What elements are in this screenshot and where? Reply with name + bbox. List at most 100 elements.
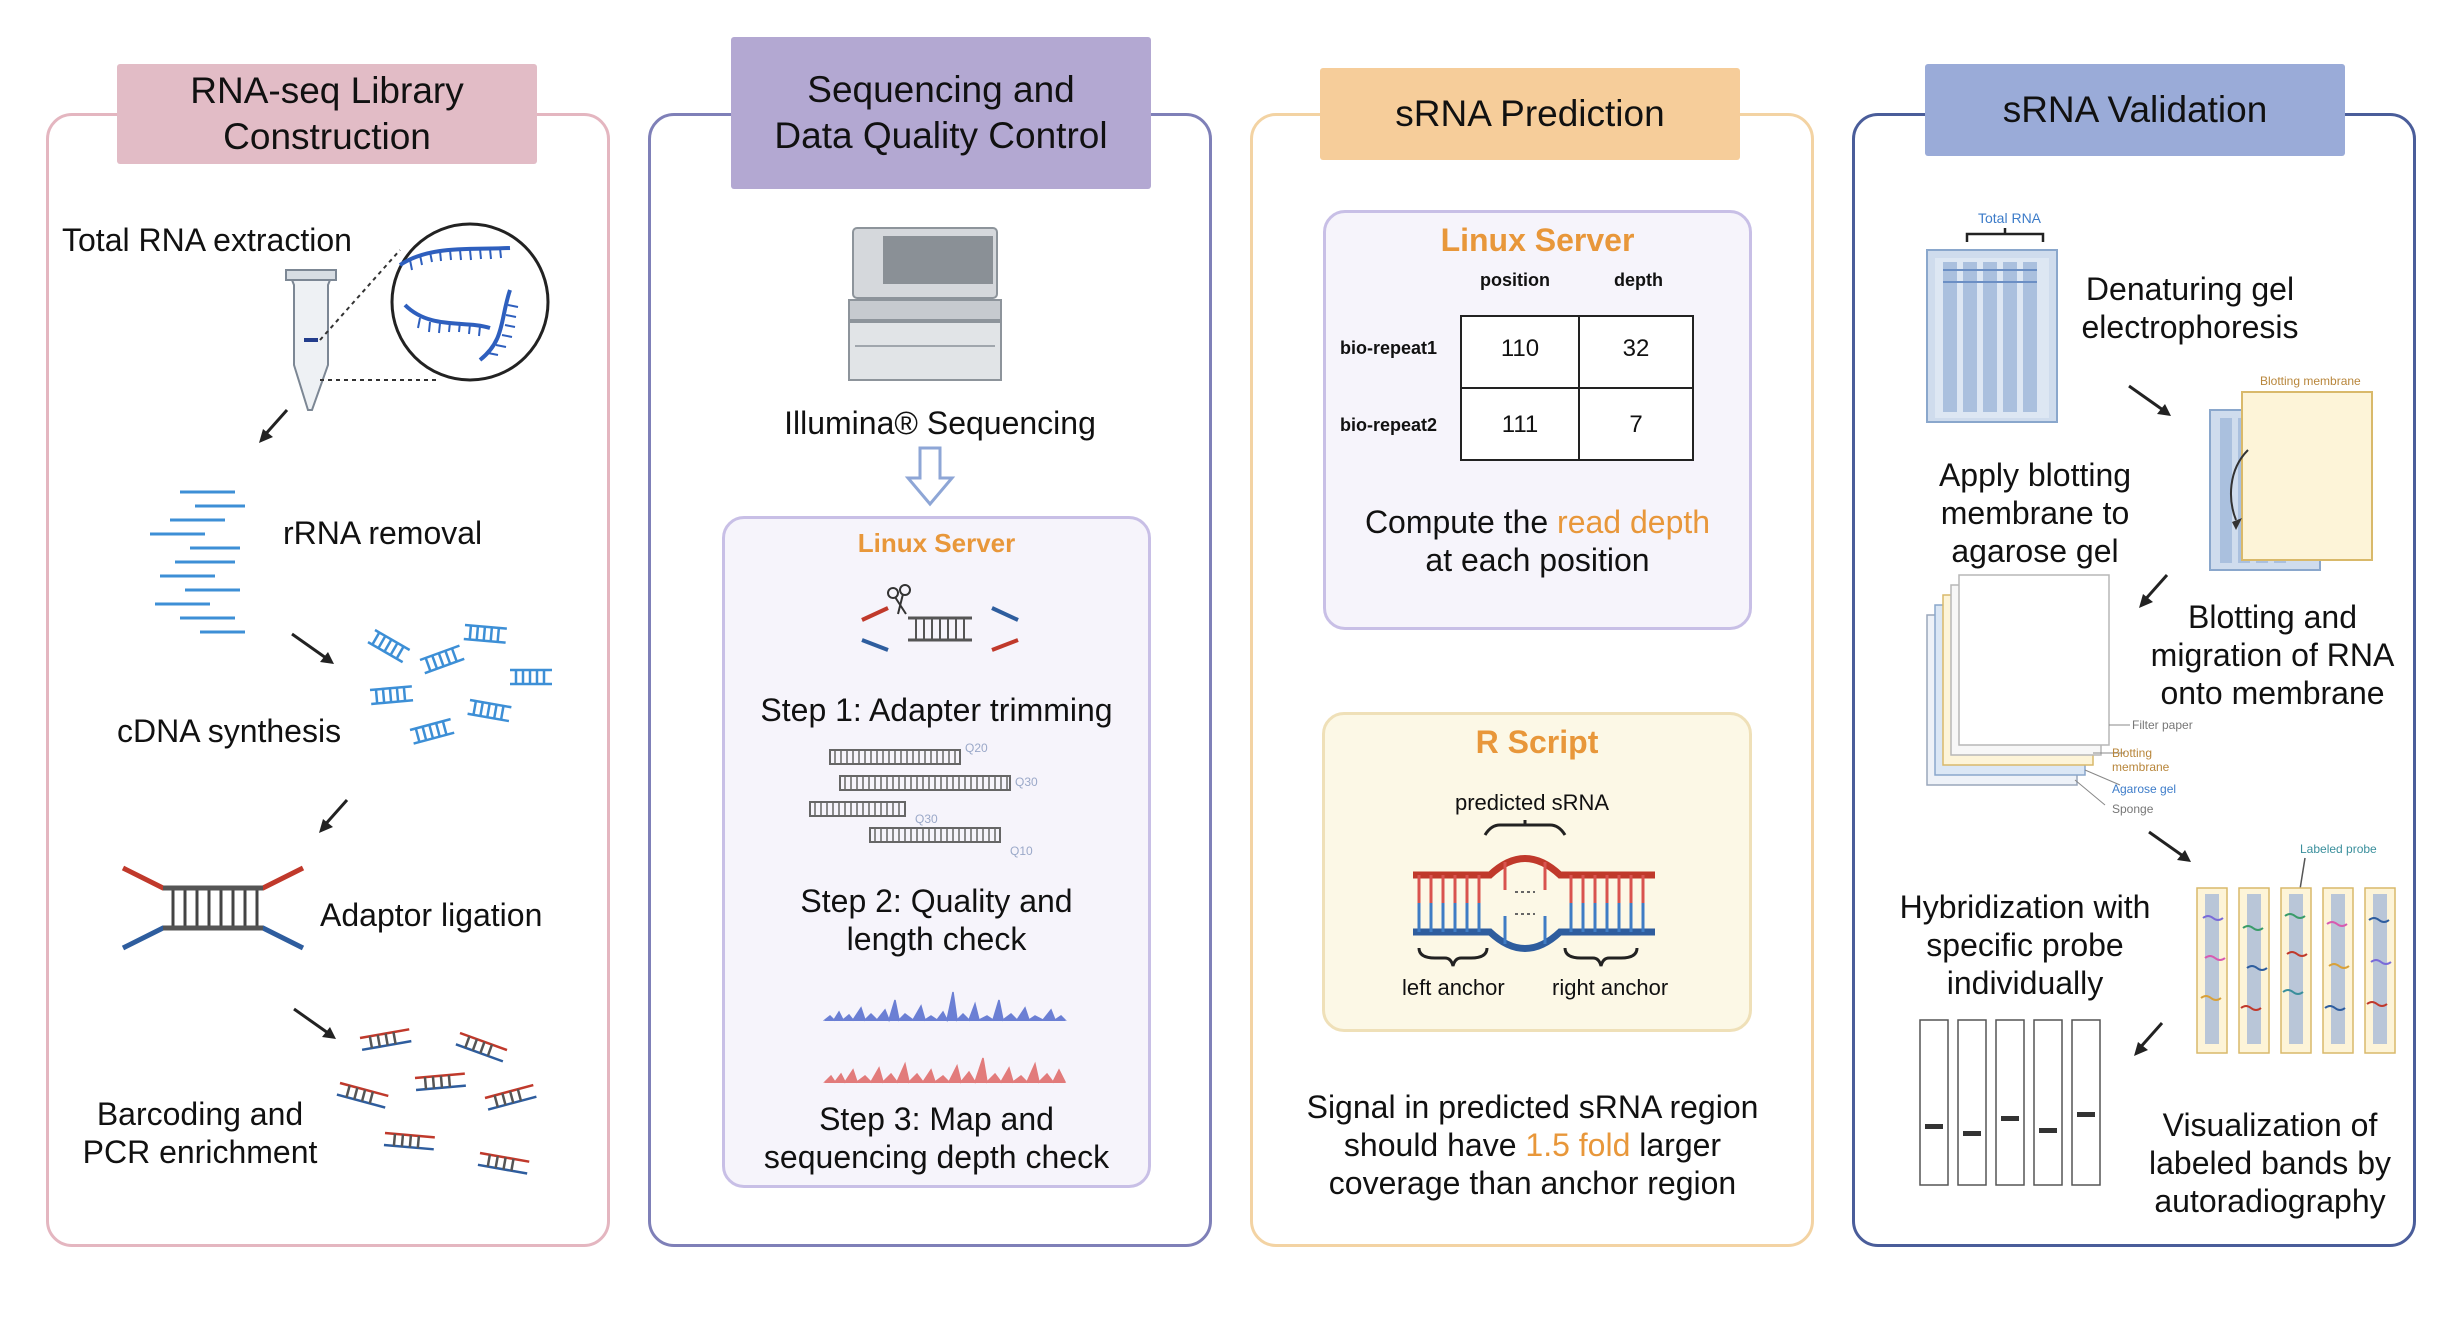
quality-reads-icon (809, 749, 1011, 843)
cell-r2-depth: 7 (1629, 411, 1643, 438)
panel4-title: sRNA Validation (2002, 89, 2268, 130)
hyb-text: Hybridization with specific probe indivi… (1880, 888, 2170, 1002)
adaptor-icon (121, 865, 305, 951)
signal-line1: Signal in predicted sRNA region (1306, 1089, 1759, 1125)
vis-text: Visualization of labeled bands by autora… (2130, 1106, 2410, 1220)
srna-duplex-icon (1413, 820, 1655, 967)
cell-r2-position: 111 (1501, 411, 1539, 438)
predicted-srna-label: predicted sRNA (1454, 790, 1610, 815)
r-script-box (1322, 712, 1752, 1032)
signal-text: Signal in predicted sRNA region should h… (1260, 1088, 1805, 1202)
compute-highlight: read depth (1557, 504, 1711, 540)
arrow-v2 (2139, 574, 2169, 608)
apply-line1: Apply blotting (1938, 457, 2132, 493)
panel1-title-line1: RNA-seq Library (190, 70, 464, 111)
rrna-icon (150, 490, 245, 634)
step-total-rna: Total RNA extraction (62, 222, 352, 258)
migration-text: Blotting and migration of RNA onto membr… (2135, 598, 2410, 712)
illumina-label: Illumina® Sequencing (784, 405, 1096, 441)
stack-blotting-label: Blotting membrane (2112, 746, 2169, 774)
panel1-header: RNA-seq Library Construction (117, 64, 537, 164)
migration-line1: Blotting and (2187, 599, 2357, 635)
rscript-title: R Script (1475, 724, 1599, 760)
prediction-server-title: Linux Server (1440, 222, 1635, 258)
quality-tag-3: Q30 (915, 812, 938, 826)
qc-step3: Step 3: Map and sequencing depth check (722, 1100, 1151, 1176)
probe-strips-icon (2196, 857, 2396, 1054)
cell-r1-depth: 32 (1622, 335, 1650, 362)
right-anchor-label: right anchor (1552, 975, 1669, 1000)
left-anchor-label: left anchor (1402, 975, 1505, 1000)
migration-line2: migration of RNA (2150, 637, 2395, 673)
signal-pre: should have (1343, 1127, 1526, 1163)
barcoding-icon (336, 1028, 537, 1175)
step-rrna: rRNA removal (283, 515, 483, 551)
panel4-header: sRNA Validation (1925, 64, 2345, 156)
barcoding-line2: PCR enrichment (82, 1134, 318, 1170)
qc-step3-line1: Step 3: Map and (819, 1101, 1054, 1137)
qc-step1: Step 1: Adapter trimming (760, 692, 1113, 728)
qc-step2: Step 2: Quality and length check (722, 882, 1151, 958)
blot-stack-icon (1926, 574, 2130, 806)
panel3-header: sRNA Prediction (1320, 68, 1740, 160)
row-label-2: bio-repeat2 (1340, 415, 1438, 435)
step-cdna: cDNA synthesis (117, 713, 342, 749)
stack-sponge-label: Sponge (2112, 802, 2154, 816)
tube-icon (285, 222, 550, 411)
signal-post: larger (1630, 1127, 1722, 1163)
panel2-header: Sequencing and Data Quality Control (731, 37, 1151, 189)
vis-line2: labeled bands by (2149, 1145, 2391, 1181)
panel2-title-line1: Sequencing and (807, 69, 1075, 110)
panel1-title-line2: Construction (223, 116, 431, 157)
quality-tag-4: Q10 (1010, 844, 1033, 858)
down-arrow (904, 446, 956, 507)
panel3-title: sRNA Prediction (1395, 93, 1665, 134)
arrow-v4 (2134, 1022, 2164, 1056)
table-col-depth: depth (1614, 270, 1663, 290)
arrow-2 (291, 632, 334, 664)
stack-blotting-line1: Blotting (2112, 746, 2153, 760)
qc-step2-line2: length check (846, 921, 1027, 957)
signal-highlight: 1.5 fold (1525, 1127, 1631, 1163)
qc-server-title: Linux Server (857, 528, 1016, 558)
gel-text: Denaturing gel electrophoresis (2060, 270, 2320, 346)
apply-text: Apply blotting membrane to agarose gel (1895, 456, 2175, 570)
gel-line2: electrophoresis (2081, 309, 2299, 345)
arrow-3 (319, 799, 349, 833)
quality-tag-1: Q20 (965, 741, 988, 755)
hyb-line1: Hybridization with (1899, 889, 2151, 925)
compute-line2: at each position (1425, 542, 1650, 578)
arrow-4 (293, 1007, 336, 1039)
autoradiography-bands-icon (1919, 1019, 2101, 1186)
hyb-line3: individually (1946, 965, 2104, 1001)
arrow-v1 (2128, 384, 2171, 416)
depth-table: 110 32 111 7 (1460, 315, 1694, 461)
apply-line2: membrane to (1940, 495, 2130, 531)
signal-line3: coverage than anchor region (1328, 1165, 1737, 1201)
blot-apply-icon (2209, 391, 2373, 571)
vis-line3: autoradiography (2154, 1183, 2386, 1219)
labeled-probe-label: Labeled probe (2300, 842, 2377, 856)
qc-step3-line2: sequencing depth check (763, 1139, 1110, 1175)
migration-line3: onto membrane (2160, 675, 2385, 711)
linux-server-box-qc (722, 516, 1151, 1188)
depth-tracks-icon (822, 991, 1067, 1084)
blot-membrane-label: Blotting membrane (2260, 374, 2361, 388)
gel-icon (1926, 228, 2058, 423)
qc-step2-line1: Step 2: Quality and (800, 883, 1073, 919)
hyb-line2: specific probe (1926, 927, 2124, 963)
stack-agarose-label: Agarose gel (2112, 782, 2177, 796)
arrow-1 (259, 409, 289, 443)
panel2-title-line2: Data Quality Control (774, 115, 1108, 156)
step-barcoding: Barcoding and PCR enrichment (70, 1095, 330, 1171)
row-label-1: bio-repeat1 (1340, 338, 1438, 358)
adapter-trim-icon (861, 584, 1019, 652)
vis-line1: Visualization of (2162, 1107, 2378, 1143)
gel-line1: Denaturing gel (2085, 271, 2295, 307)
table-col-position: position (1480, 270, 1550, 290)
sequencer-icon (848, 227, 1002, 381)
step-adaptor: Adaptor ligation (320, 897, 543, 933)
stack-filter-label: Filter paper (2132, 718, 2193, 732)
total-rna-label: Total RNA (1978, 210, 2042, 226)
arrow-v3 (2148, 830, 2191, 862)
